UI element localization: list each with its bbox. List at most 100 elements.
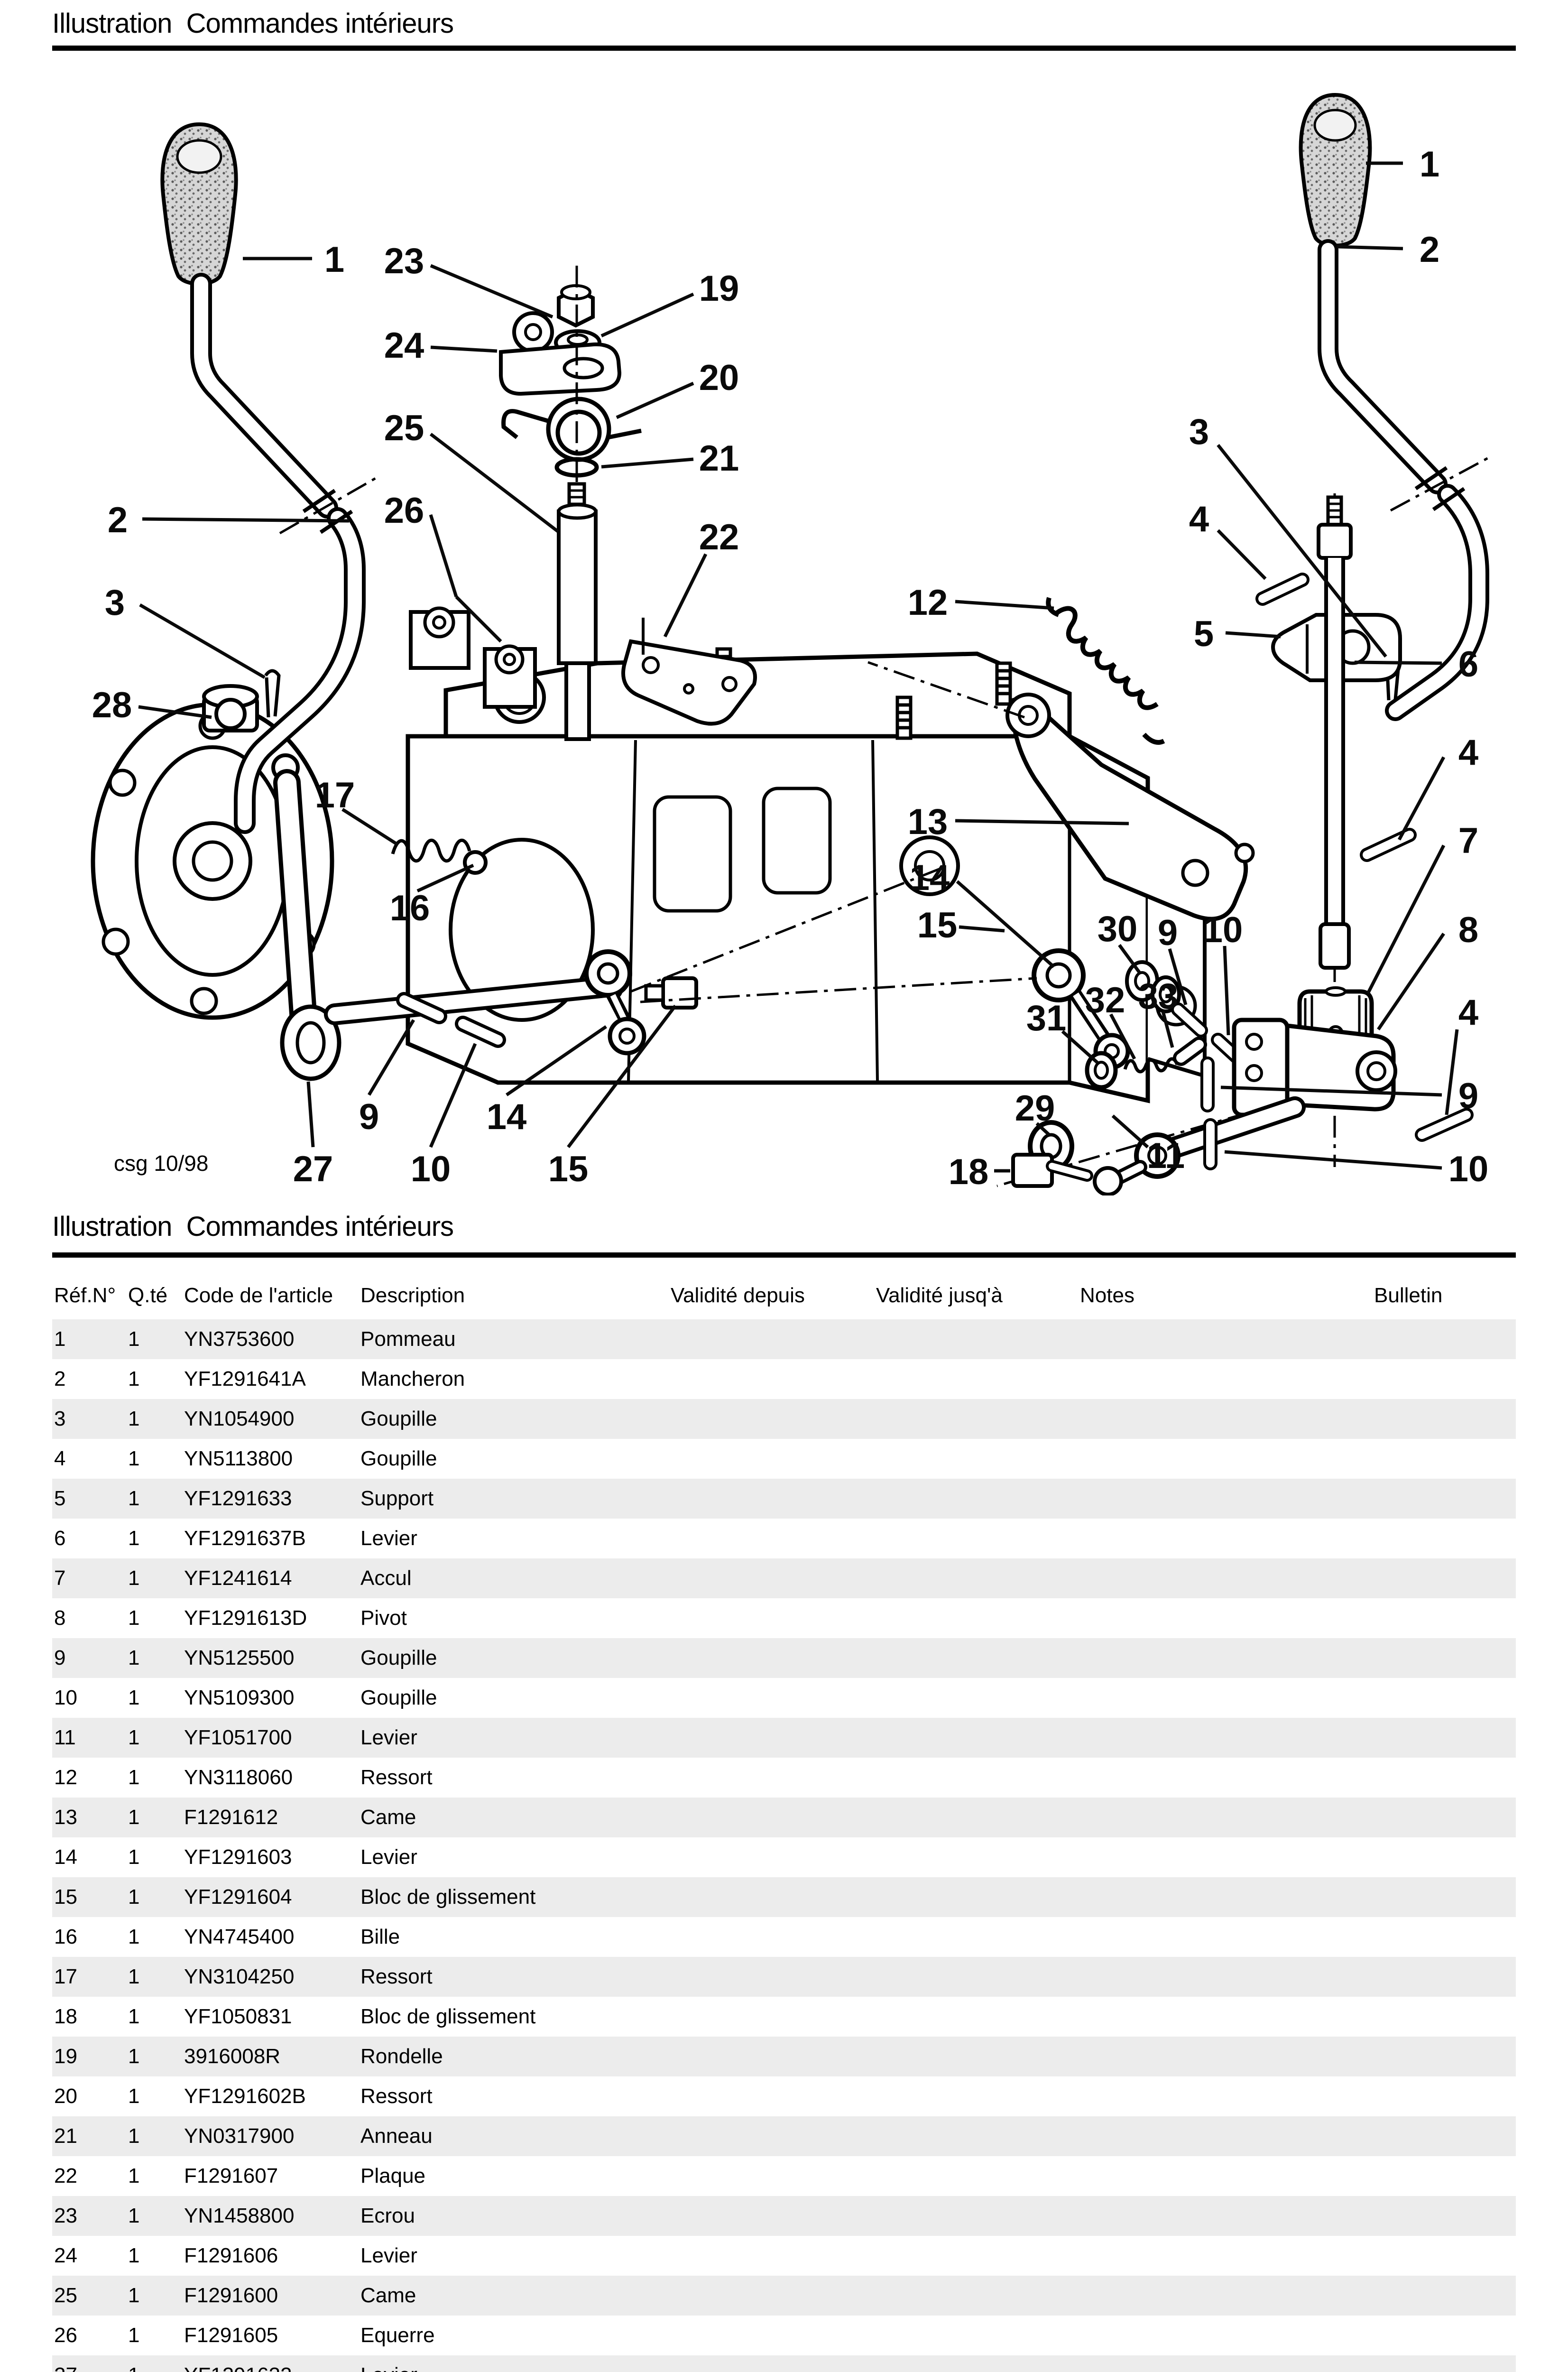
cell-ref: 19 <box>54 2045 77 2068</box>
callout-number-9-29[interactable]: 9 <box>1158 913 1178 953</box>
mancheron-attachment-28 <box>202 684 259 732</box>
callout-number-19-2[interactable]: 19 <box>699 269 739 309</box>
callout-number-13-25[interactable]: 13 <box>908 802 948 842</box>
callout-leader-17 <box>341 808 398 846</box>
gear-knob-left <box>160 122 238 286</box>
callout-number-15-27[interactable]: 15 <box>917 905 958 945</box>
callout-number-4-41[interactable]: 4 <box>1458 992 1478 1033</box>
callout-number-6-37[interactable]: 6 <box>1458 644 1478 685</box>
cell-qty: 1 <box>128 1367 140 1390</box>
cell-qty: 1 <box>128 2085 140 2108</box>
cell-ref: 21 <box>54 2124 77 2148</box>
callout-number-25-5[interactable]: 25 <box>384 408 424 448</box>
callout-number-12-24[interactable]: 12 <box>908 583 948 623</box>
callout-number-23-1[interactable]: 23 <box>384 241 424 281</box>
callout-number-18-35[interactable]: 18 <box>949 1152 989 1192</box>
callout-number-16-13[interactable]: 16 <box>390 888 430 928</box>
pin-4-top <box>1255 573 1310 606</box>
lever-27 <box>271 753 625 1081</box>
cell-ref: 23 <box>54 2204 77 2227</box>
cell-qty: 1 <box>128 2244 140 2267</box>
callout-leader-10 <box>1224 1150 1442 1170</box>
callout-number-2-9[interactable]: 2 <box>108 500 128 540</box>
callout-number-3-21[interactable]: 3 <box>1189 412 1209 452</box>
callout-number-1-19[interactable]: 1 <box>1420 144 1439 185</box>
page-title: Illustration Commandes intérieurs <box>52 8 454 39</box>
callout-number-7-39[interactable]: 7 <box>1458 821 1478 861</box>
horizontal-rule-table <box>52 1252 1516 1258</box>
cell-article-code: YF1291603 <box>184 1845 292 1869</box>
callout-leader-26 <box>455 595 502 643</box>
callout-number-10-43[interactable]: 10 <box>1448 1149 1489 1189</box>
callout-leader-28 <box>138 705 212 719</box>
callout-number-17-12[interactable]: 17 <box>315 775 355 815</box>
callout-number-9-42[interactable]: 9 <box>1458 1076 1478 1116</box>
cell-article-code: YN3118060 <box>184 1766 293 1789</box>
gear-lever-rod-left <box>190 273 377 834</box>
callout-leader-9 <box>367 1019 415 1096</box>
callout-number-27-15[interactable]: 27 <box>293 1149 333 1189</box>
callout-number-11-36[interactable]: 11 <box>1147 1136 1185 1176</box>
callout-number-29-34[interactable]: 29 <box>1015 1088 1055 1129</box>
callout-number-24-3[interactable]: 24 <box>384 325 424 366</box>
callout-number-1-0[interactable]: 1 <box>324 240 344 280</box>
callout-number-2-20[interactable]: 2 <box>1420 230 1439 270</box>
callout-number-22-8[interactable]: 22 <box>699 517 739 557</box>
callout-number-10-16[interactable]: 10 <box>411 1149 451 1189</box>
callout-number-14-17[interactable]: 14 <box>487 1097 527 1137</box>
callout-number-4-22[interactable]: 4 <box>1189 499 1209 539</box>
callout-number-8-40[interactable]: 8 <box>1458 910 1478 950</box>
callout-number-20-4[interactable]: 20 <box>699 358 739 398</box>
cell-article-code: F1291606 <box>184 2244 278 2267</box>
callout-number-30-28[interactable]: 30 <box>1098 909 1138 949</box>
callout-leader-10 <box>429 1043 477 1148</box>
callout-number-28-11[interactable]: 28 <box>92 685 132 725</box>
callout-number-33-33[interactable]: 33 <box>1138 976 1179 1017</box>
callout-number-21-6[interactable]: 21 <box>699 438 739 479</box>
callout-number-10-30[interactable]: 10 <box>1203 910 1243 950</box>
cell-qty: 1 <box>128 2355 139 2372</box>
centerlines <box>575 266 1037 1003</box>
callout-number-5-23[interactable]: 5 <box>1194 614 1214 654</box>
callout-number-32-32[interactable]: 32 <box>1085 980 1125 1020</box>
cell-description: Levier <box>360 2355 417 2372</box>
callout-number-14-26[interactable]: 14 <box>910 858 950 898</box>
callout-leader-25 <box>429 433 559 533</box>
callout-number-26-7[interactable]: 26 <box>384 491 424 531</box>
callout-number-4-38[interactable]: 4 <box>1458 732 1478 773</box>
callout-number-31-31[interactable]: 31 <box>1026 998 1067 1038</box>
cell-article-code: YF1291641A <box>184 1367 306 1390</box>
callout-number-15-18[interactable]: 15 <box>548 1149 589 1189</box>
callout-number-3-10[interactable]: 3 <box>105 583 125 623</box>
callout-number-9-14[interactable]: 9 <box>359 1097 379 1137</box>
cell-qty: 1 <box>128 2204 140 2227</box>
table-row[interactable]: 271YF1291632Levier <box>52 2355 1516 2372</box>
cell-description: Ressort <box>360 1766 433 1789</box>
